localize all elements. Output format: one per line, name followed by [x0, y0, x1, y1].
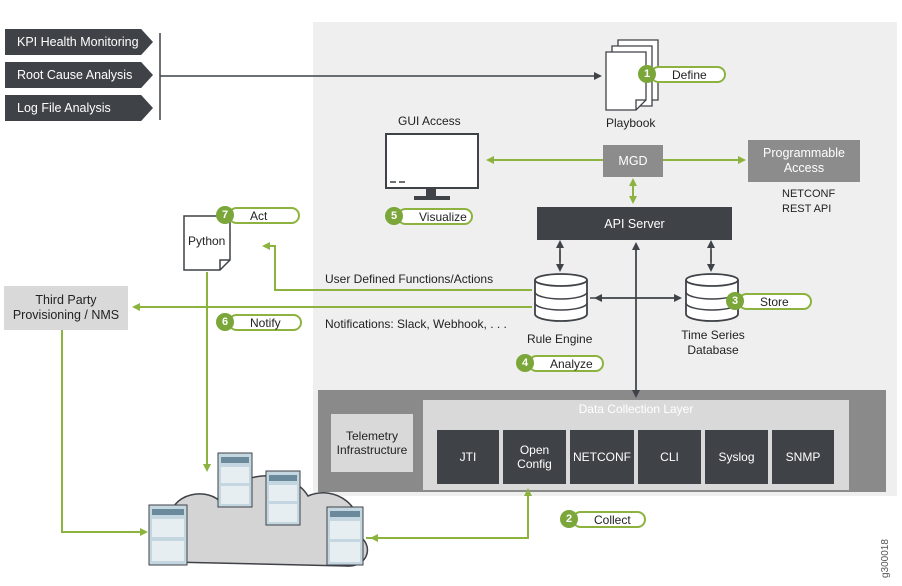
tsdb-label-line2: Database [687, 343, 739, 357]
protocol-openconfig: Open Config [503, 430, 566, 484]
telemetry-infrastructure: Telemetry Infrastructure [331, 414, 413, 472]
udf-label: User Defined Functions/Actions [325, 272, 494, 286]
monitor-icon [385, 133, 479, 200]
step-2-badge: 2 [560, 510, 578, 528]
third-party-nms-box: Third Party Provisioning / NMS [4, 286, 128, 330]
step-act: Act [228, 207, 300, 224]
step-define-label: Define [672, 67, 707, 82]
step-analyze-label: Analyze [550, 356, 593, 371]
router-icon-2 [217, 452, 253, 508]
mgd-box: MGD [603, 145, 663, 177]
step-4-badge: 4 [516, 354, 534, 372]
use-case-log-file: Log File Analysis [5, 95, 153, 121]
step-collect-label: Collect [594, 512, 631, 527]
protocol-cli: CLI [638, 430, 701, 484]
protocol-netconf: NETCONF [570, 430, 634, 484]
step-7-badge: 7 [216, 206, 234, 224]
figure-id: g300018 [880, 539, 891, 578]
step-notify-label: Notify [250, 315, 281, 330]
use-case-kpi: KPI Health Monitoring [5, 29, 153, 55]
step-3-badge: 3 [726, 292, 744, 310]
programmable-access-box: Programmable Access [748, 140, 860, 182]
protocol-syslog: Syslog [705, 430, 768, 484]
router-icon-4 [326, 506, 364, 566]
step-collect: Collect [572, 511, 646, 528]
step-act-label: Act [250, 208, 268, 223]
notifications-label: Notifications: Slack, Webhook, . . . [325, 317, 507, 331]
gui-access-label: GUI Access [398, 114, 461, 128]
step-visualize-label: Visualize [419, 209, 467, 224]
playbook-label: Playbook [606, 116, 656, 130]
step-6-badge: 6 [216, 313, 234, 331]
rule-engine-label: Rule Engine [527, 332, 593, 346]
use-case-root-cause: Root Cause Analysis [5, 62, 153, 88]
python-label: Python [188, 234, 226, 248]
step-store: Store [738, 293, 812, 310]
step-notify: Notify [228, 314, 302, 331]
step-5-badge: 5 [385, 207, 403, 225]
data-collection-title: Data Collection Layer [578, 402, 694, 416]
tsdb-label-line1: Time Series [681, 328, 745, 342]
programmable-protocol-netconf: NETCONF [782, 188, 836, 200]
router-icon-3 [265, 470, 301, 526]
step-analyze: Analyze [528, 355, 604, 372]
protocol-jti: JTI [437, 430, 499, 484]
protocol-snmp: SNMP [772, 430, 834, 484]
step-1-badge: 1 [638, 65, 656, 83]
tsdb-icon [685, 273, 739, 322]
programmable-protocol-rest: REST API [782, 203, 832, 215]
figure-id-text: g300018 [880, 539, 891, 578]
router-icon-1 [148, 504, 188, 566]
step-define: Define [650, 66, 726, 83]
step-store-label: Store [760, 294, 789, 309]
api-server-box: API Server [537, 207, 732, 240]
step-visualize: Visualize [397, 208, 473, 225]
rule-engine-db-icon [534, 273, 588, 322]
